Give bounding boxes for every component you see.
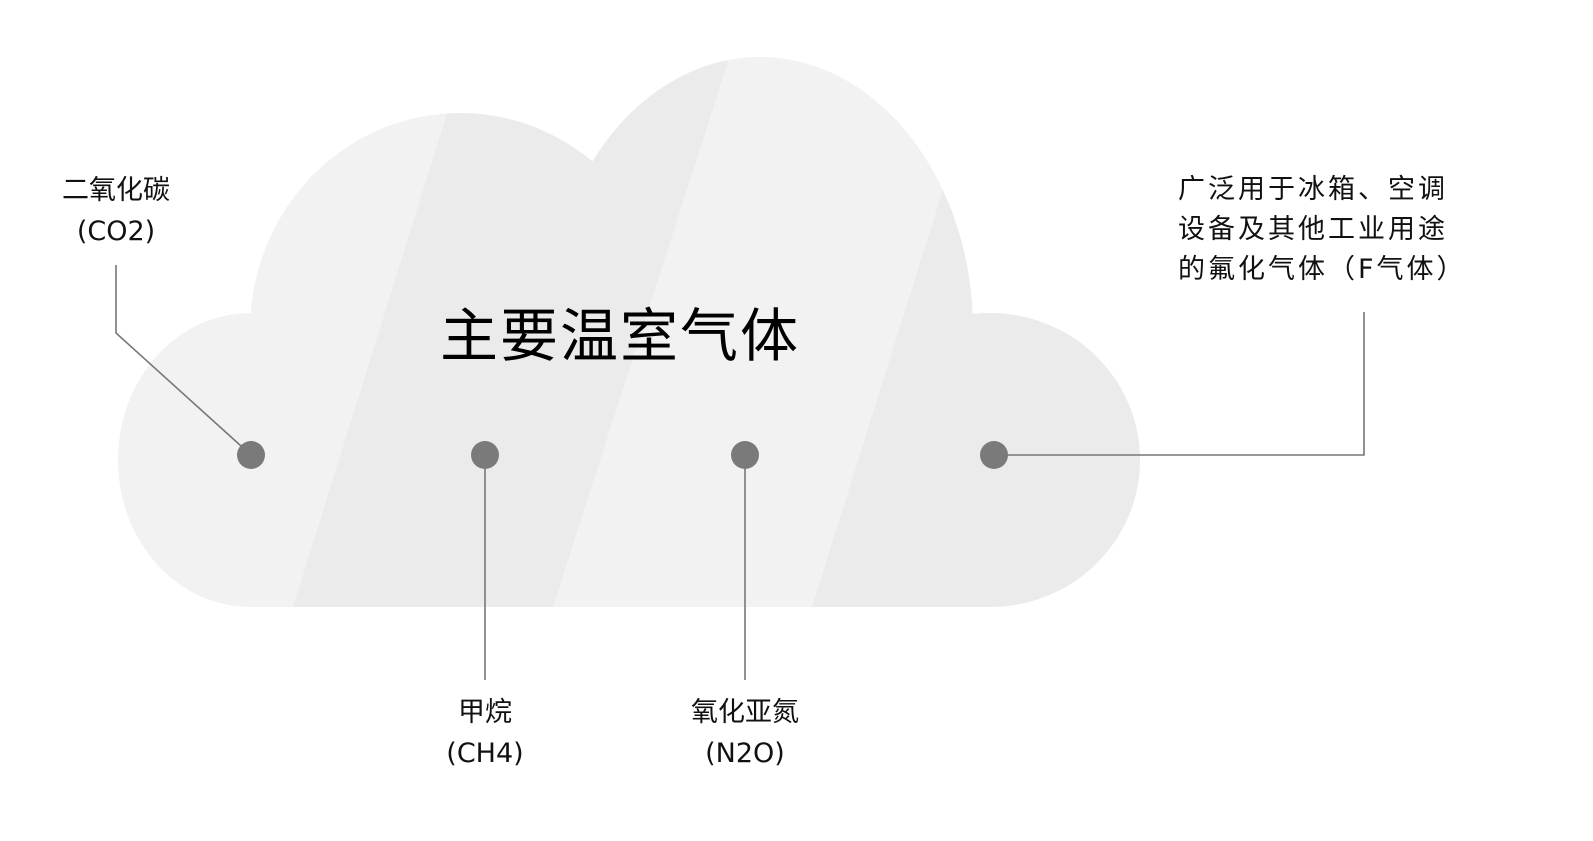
label-fgas: 广泛用于冰箱、空调 设备及其他工业用途 的氟化气体（F气体）: [1178, 170, 1467, 290]
dot-n2o: [731, 441, 759, 469]
gas-formula: (CO2): [76, 216, 156, 247]
gas-name: 氧化亚氮: [691, 697, 799, 728]
diagram-title: 主要温室气体: [439, 302, 800, 370]
dot-fgas: [980, 441, 1008, 469]
label-n2o: 氧化亚氮 (N2O): [660, 692, 830, 774]
gas-name: 甲烷: [458, 697, 512, 728]
fgas-line: 设备及其他工业用途: [1178, 214, 1448, 245]
label-co2: 二氧化碳 (CO2): [36, 170, 196, 252]
dot-ch4: [471, 441, 499, 469]
gas-name: 二氧化碳: [62, 175, 170, 206]
fgas-line: 的氟化气体（F气体）: [1178, 254, 1467, 285]
gas-formula: (N2O): [705, 738, 785, 769]
dot-co2: [237, 441, 265, 469]
gas-formula: (CH4): [446, 738, 524, 769]
connector-lines: [115, 265, 1365, 680]
cloud-stripe: [293, 57, 735, 607]
fgas-line: 广泛用于冰箱、空调: [1178, 174, 1448, 205]
label-ch4: 甲烷 (CH4): [405, 692, 565, 774]
connector-fgas: [994, 312, 1365, 456]
connector-co2: [115, 265, 252, 456]
